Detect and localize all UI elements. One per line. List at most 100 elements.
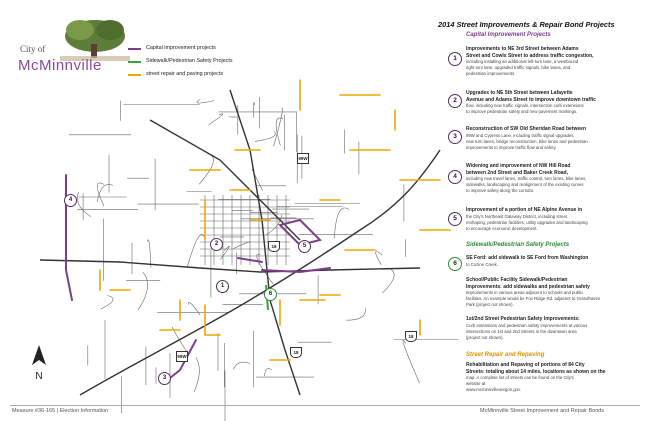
major-roads: [39, 89, 441, 396]
highway-label: 99W: [177, 354, 187, 359]
street-segment: [275, 117, 284, 146]
legend-swatch-sidewalk: [128, 61, 141, 63]
project-item-5: Improvement of a portion of NE Alpine Av…: [466, 207, 634, 232]
school-line-5: Park (project not shown).: [466, 302, 514, 307]
project-item-1: Improvements to NE 3rd Street between Ad…: [466, 46, 634, 77]
project-item-2: Upgrades to NE 5th Street between Lafaye…: [466, 90, 634, 115]
section-heading-sidewalk: Sidewalk/Pedestrian Safety Projects: [466, 242, 570, 248]
first-second-line-2: Curb extensions and pedestrian safety im…: [466, 322, 588, 328]
project-4-line-4: sidewalks, landscaping and realignment o…: [466, 182, 584, 187]
legend-item-repair: street repair and paving projects: [128, 68, 278, 81]
street-segment: [186, 234, 205, 268]
section-heading-capital: Capital Improvement Projects: [466, 32, 551, 38]
highway-shield-18-east: 18: [405, 331, 417, 342]
project-badge-4-label: 4: [453, 173, 457, 180]
street-segment: [172, 326, 189, 354]
street-segment: [147, 239, 152, 268]
school-line-3: improvements in various areas adjacent t…: [466, 290, 584, 295]
first-second-line-3: intersections on 1st and 2nd Streets in …: [466, 328, 577, 334]
project-1-line-1: Improvements to NE 3rd Street between Ad…: [466, 46, 579, 52]
map-marker-4: 4: [64, 194, 77, 207]
highway-label: 99W: [298, 156, 308, 161]
project-badge-1-label: 1: [453, 55, 457, 62]
legend-label-repair: street repair and paving projects: [146, 71, 224, 77]
street-segment: [96, 184, 114, 202]
project-1-line-5: pedestrian improvements.: [466, 71, 516, 76]
school-line-4: facilities. An example would be Fox Ridg…: [466, 296, 601, 301]
school-line-1: School/Public Facility Sidewalk/Pedestri…: [466, 277, 568, 283]
street-segment: [402, 340, 420, 384]
repair-paving-lines: [99, 79, 451, 361]
street-segment: [100, 295, 114, 310]
logo-city-prefix: City of: [20, 44, 46, 54]
project-4-line-1: Widening and improvement of NW Hill Road: [466, 163, 571, 169]
street-segment: [375, 251, 383, 265]
project-4-line-2: between 2nd Street and Baker Creek Road,: [466, 169, 568, 176]
map-marker-2: 2: [210, 238, 223, 251]
highway-label: 18: [293, 350, 299, 355]
sidewalk-item-first-second: 1st/2nd Street Pedestrian Safety Improve…: [466, 316, 634, 341]
map-marker-1-label: 1: [220, 283, 225, 289]
legend-label-capital: Capital improvement projects: [146, 45, 216, 51]
capital-lines: [65, 174, 331, 379]
project-1-line-4: right turn lane, upgraded traffic signal…: [466, 65, 571, 70]
repair-line-3: map. A complete list of streets can be f…: [466, 375, 574, 380]
map-marker-5-label: 5: [302, 243, 307, 249]
repair-line-5: www.mcminnvilleoregon.gov.: [466, 387, 522, 392]
project-3-line-1: Reconstruction of SW Old Sheridan Road b…: [466, 126, 587, 132]
project-badge-2: 2: [448, 94, 462, 108]
repair-line-4: website at: [466, 381, 486, 386]
section-heading-repair: Street Repair and Repaving: [466, 352, 545, 358]
map-marker-3-label: 3: [162, 375, 167, 381]
highway-shield-99w-south: 99W: [176, 351, 188, 362]
highway-shield-18-south: 18: [290, 347, 302, 358]
street-segment: [96, 182, 105, 206]
legend-swatch-repair: [128, 74, 141, 76]
map-marker-3: 3: [158, 372, 171, 385]
street-segment: [208, 113, 224, 125]
street-segment: [273, 107, 283, 147]
project-4-line-3: including new travel lanes, traffic cont…: [466, 176, 587, 181]
project-2-line-4: to improve pedestrian safety and new pav…: [466, 109, 578, 114]
project-item-6: SE Ford: add sidewalk to SE Ford from Wa…: [466, 255, 634, 268]
sidewalk-item-school: School/Public Facility Sidewalk/Pedestri…: [466, 277, 634, 308]
repair-item: Rehabilitation and Repaving of portions …: [466, 362, 634, 393]
street-segment: [264, 368, 272, 377]
legend-item-capital: Capital improvement projects: [128, 42, 278, 55]
footer-divider: [10, 405, 640, 406]
map-marker-6-label: 6: [268, 291, 273, 297]
first-second-line-1: 1st/2nd Street Pedestrian Safety Improve…: [466, 316, 580, 322]
project-5-line-3: reshaping, pedestrian facilities, utilit…: [466, 219, 588, 225]
street-segment: [137, 271, 148, 311]
project-6-line-1: SE Ford: add sidewalk to SE Ford from Wa…: [466, 255, 589, 261]
page-title: 2014 Street Improvements & Repair Bond P…: [438, 20, 615, 29]
repair-line-2: Streets: totaling about 14 miles, locati…: [466, 368, 606, 375]
highway-shield-18-central: 18: [268, 241, 280, 252]
school-line-2: Improvements: add sidewalks and pedestri…: [466, 283, 590, 290]
map-marker-5: 5: [298, 240, 311, 253]
project-2-line-1: Upgrades to NE 5th Street between Lafaye…: [466, 90, 573, 96]
street-segment: [233, 361, 251, 370]
street-network: [68, 97, 459, 421]
highway-label: 18: [271, 244, 277, 249]
project-item-4: Widening and improvement of NW Hill Road…: [466, 163, 634, 194]
project-3-line-3: new turn lanes, bridge reconstruction, b…: [466, 138, 588, 144]
project-2-line-3: flow, including new traffic signals, int…: [466, 103, 584, 108]
street-segment: [188, 302, 201, 315]
project-5-line-1: Improvement of a portion of NE Alpine Av…: [466, 207, 583, 213]
north-label: N: [35, 371, 42, 382]
north-arrow-icon: N: [32, 345, 46, 382]
project-badge-5: 5: [448, 212, 462, 226]
project-3-line-2: 99W and Cypress Lane, including traffic …: [466, 132, 575, 138]
street-segment: [253, 101, 255, 118]
legend-label-sidewalk: Sidewalk/Pedestrian Safety Projects: [146, 58, 233, 64]
project-1-line-3: including installing an additional left-…: [466, 59, 579, 64]
legend-item-sidewalk: Sidewalk/Pedestrian Safety Projects: [128, 55, 278, 68]
street-segment: [382, 269, 395, 294]
project-badge-1: 1: [448, 52, 462, 66]
project-badge-3-label: 3: [453, 133, 457, 140]
project-badge-3: 3: [448, 130, 462, 144]
legend-swatch-capital: [128, 48, 141, 50]
